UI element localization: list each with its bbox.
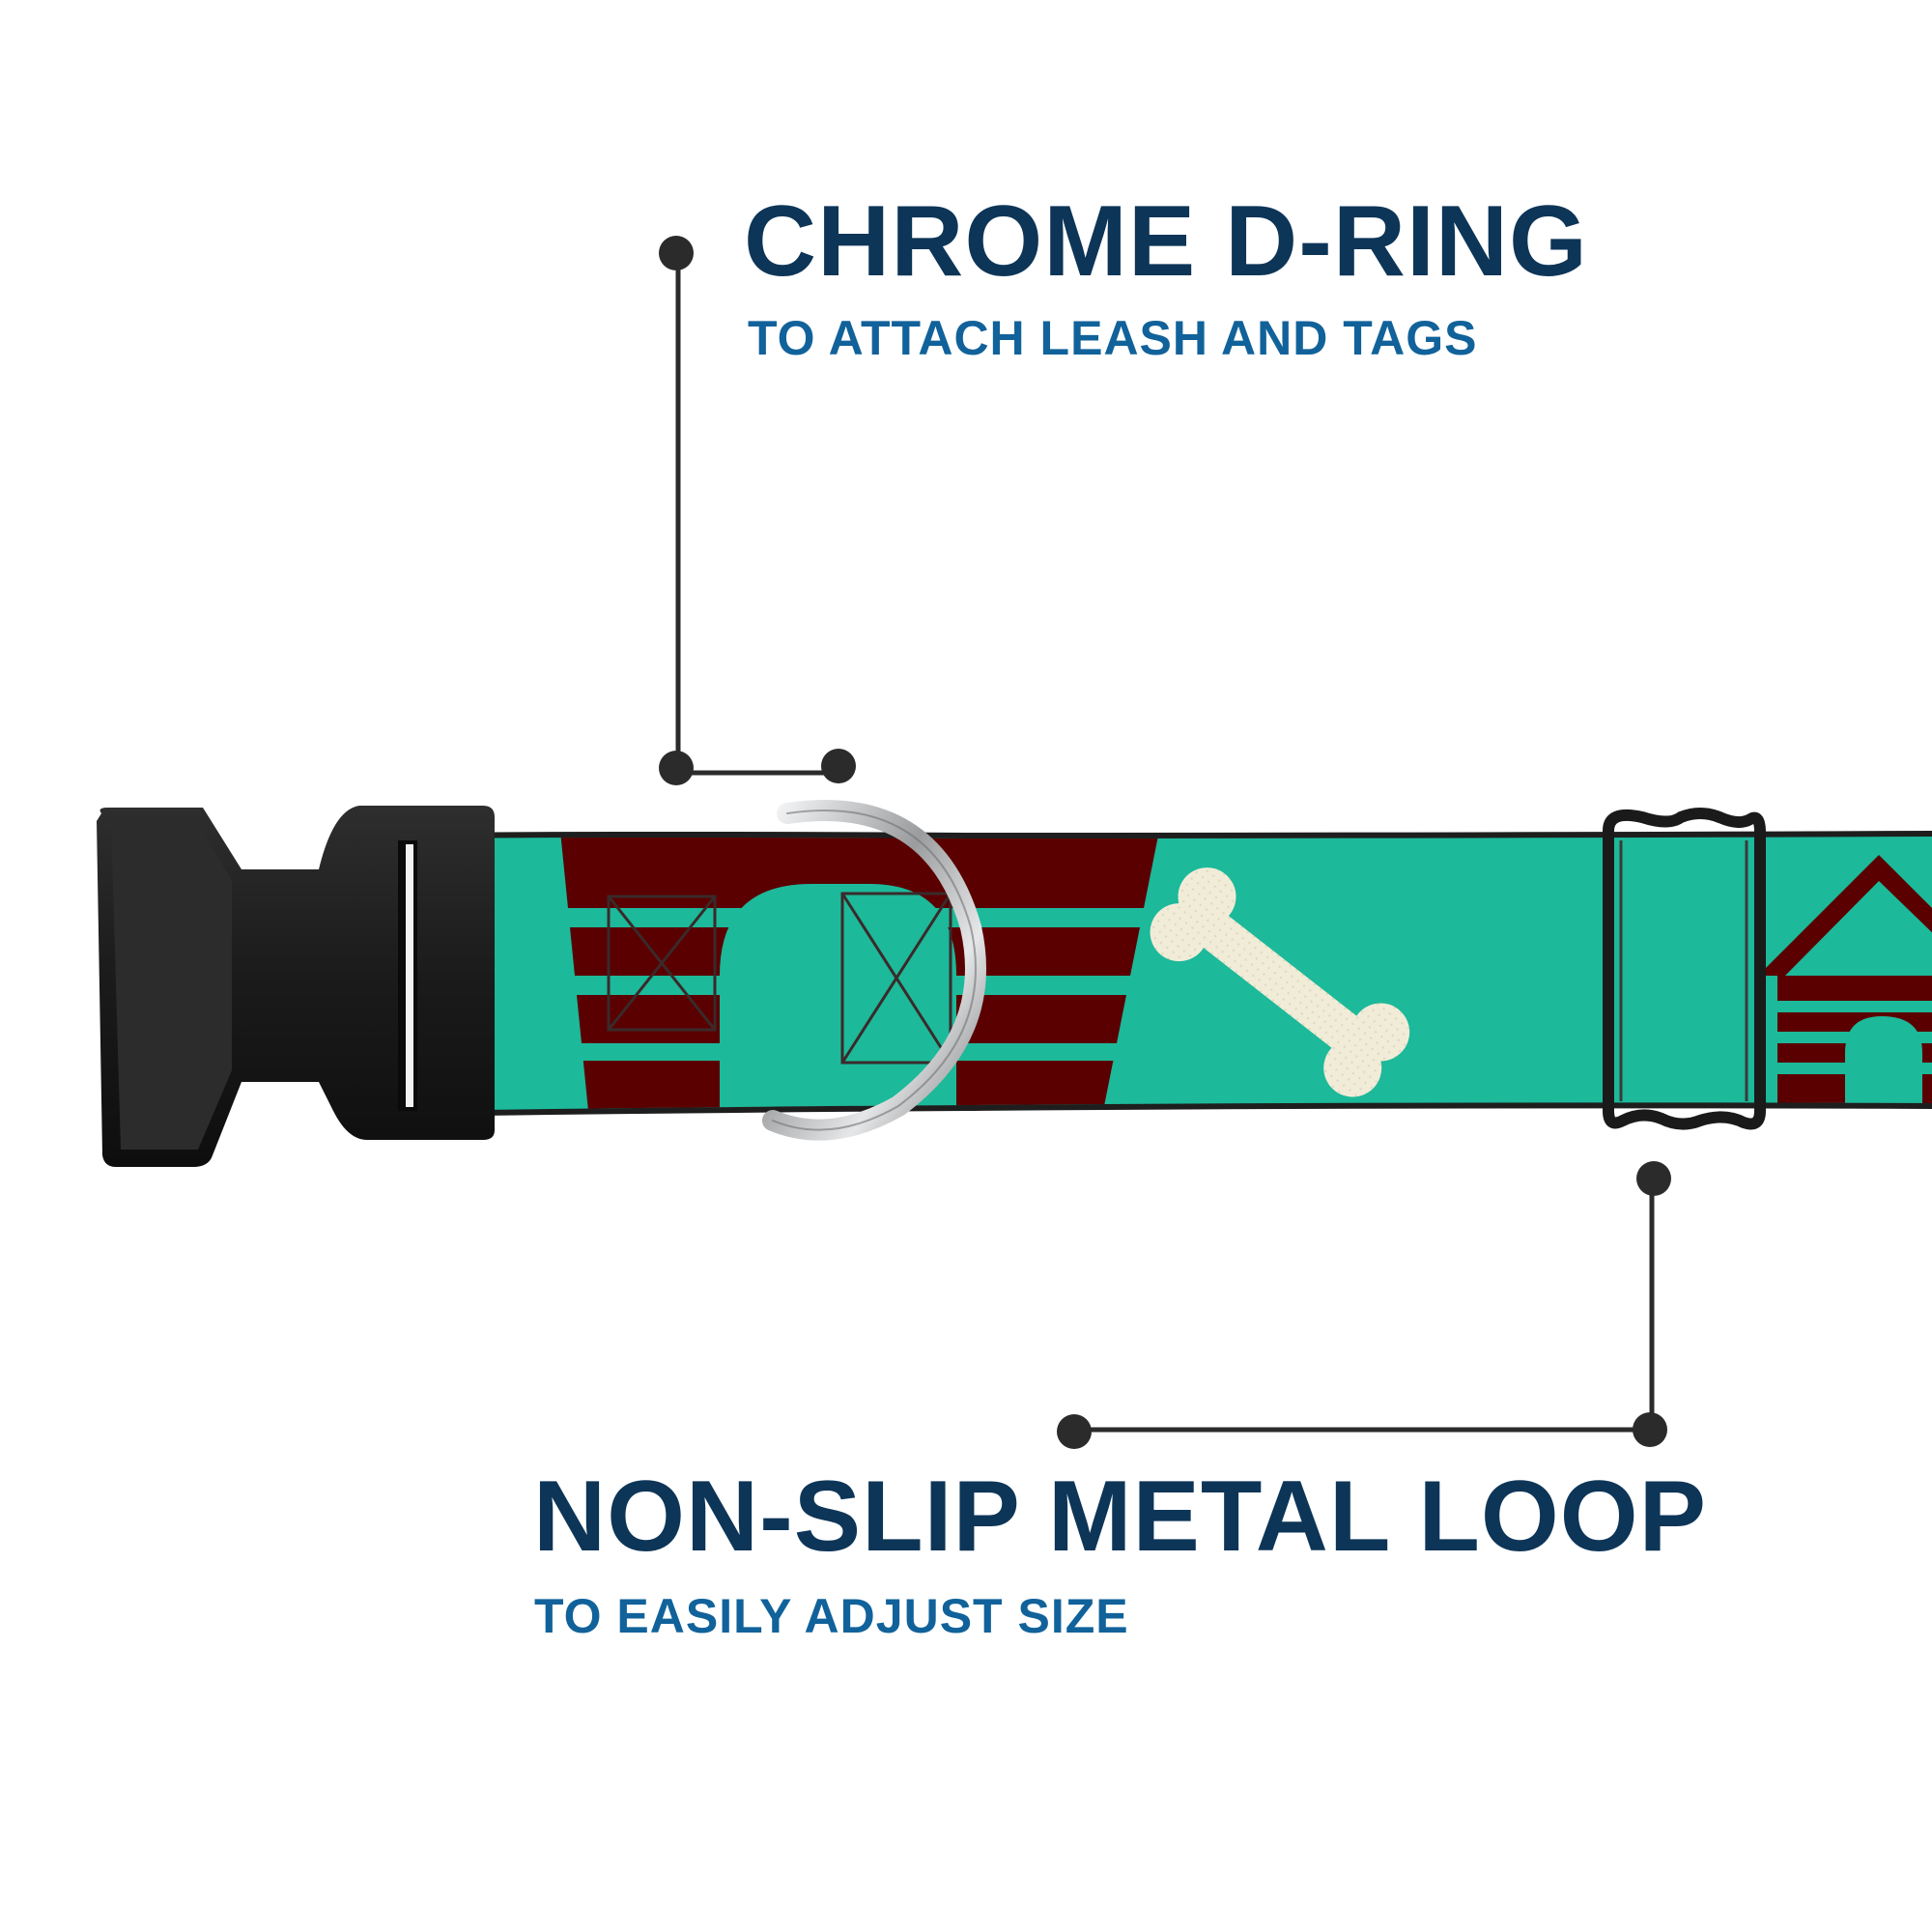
d-ring-callout-dot-end xyxy=(821,749,856,783)
d-ring-callout-title: CHROME D-RING xyxy=(744,185,1588,298)
d-ring-callout-connector xyxy=(659,236,856,785)
buckle-prong-highlight xyxy=(111,821,232,1150)
non-slip-metal-loop[interactable] xyxy=(1603,808,1766,1130)
stitch-box-left xyxy=(607,895,717,1032)
metal-loop-callout-title: NON-SLIP METAL LOOP xyxy=(533,1461,1708,1573)
bone-icon xyxy=(1150,867,1410,1097)
metal-loop-callout-dot-top xyxy=(1636,1161,1671,1196)
buckle-slot-bar xyxy=(406,844,413,1107)
chrome-d-ring[interactable] xyxy=(762,800,986,1141)
metal-loop-callout-subtitle: TO EASILY ADJUST SIZE xyxy=(534,1589,1129,1643)
d-ring-callout-dot-top xyxy=(659,236,694,270)
stitch-box-right xyxy=(840,892,952,1065)
d-ring-callout-dot-corner xyxy=(659,751,694,785)
collar-strap xyxy=(396,831,1932,1117)
dog-house-icon-2 xyxy=(1758,855,1932,1111)
d-ring-callout-subtitle: TO ATTACH LEASH AND TAGS xyxy=(748,311,1478,365)
metal-loop-callout-connector xyxy=(1057,1161,1671,1449)
side-release-buckle[interactable] xyxy=(97,806,495,1167)
metal-loop-callout-dot-end xyxy=(1057,1414,1092,1449)
